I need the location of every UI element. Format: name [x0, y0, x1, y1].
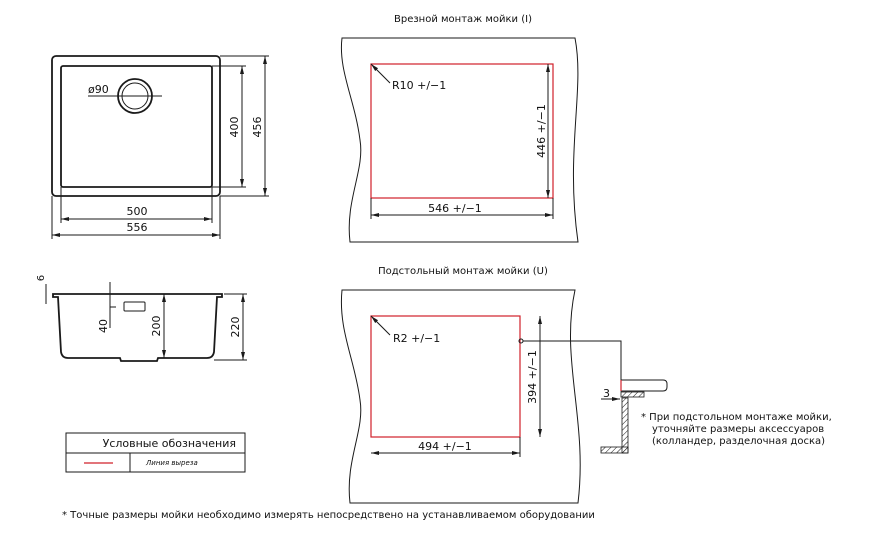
inner-width-label: 500 [127, 205, 148, 218]
countertop-section [620, 379, 668, 392]
undermount-width-label: 494 +/−1 [418, 440, 472, 453]
detail-leader [523, 340, 622, 380]
gap-label: 3 [603, 387, 610, 400]
outer-depth-label: 456 [251, 117, 264, 138]
inner-depth-label: 400 [228, 117, 241, 138]
undermount-note-line-1: * При подстольном монтаже мойки, [641, 412, 832, 423]
legend-table: Условные обозначения Линия выреза [65, 432, 246, 473]
top-view: ø90 400 456 500 556 [51, 55, 269, 239]
undermount-note-line-2: уточняйте размеры аксессуаров [652, 424, 824, 435]
overmount-depth-label: 446 +/−1 [535, 104, 548, 158]
sink-profile [52, 293, 223, 362]
sink-wall-section [621, 397, 629, 454]
cutout-outline [370, 315, 521, 438]
overmount-width-label: 546 +/−1 [428, 202, 482, 215]
overmount-view: Врезной монтаж мойки (I) R10 +/−1 446 +/… [340, 14, 579, 243]
countertop-outline [340, 289, 581, 504]
overflow-slot [123, 301, 146, 312]
cutout-outline [370, 63, 554, 199]
overmount-radius-label: R10 +/−1 [392, 79, 446, 92]
sink-bottom-section [600, 446, 629, 454]
undermount-view: Подстольный монтаж мойки (U) R2 +/−1 394… [340, 266, 832, 504]
inner-height-label: 200 [150, 316, 163, 337]
overmount-title: Врезной монтаж мойки (I) [394, 14, 532, 25]
sink-rim-section [620, 391, 645, 398]
sink-outer-outline [51, 55, 221, 197]
outer-width-label: 556 [127, 221, 148, 234]
undermount-radius-label: R2 +/−1 [393, 332, 440, 345]
side-view: 6 40 200 220 [36, 275, 247, 362]
rim-thickness-label: 6 [36, 275, 47, 281]
undermount-title: Подстольный монтаж мойки (U) [378, 266, 548, 277]
legend-title: Условные обозначения [103, 437, 236, 450]
footer-note: * Точные размеры мойки необходимо измеря… [62, 510, 595, 521]
outer-height-label: 220 [229, 317, 242, 338]
legend-cut-line-label: Линия выреза [145, 459, 198, 467]
sink-inner-outline [60, 65, 213, 188]
countertop-outline [340, 37, 579, 243]
undermount-note-line-3: (колландер, разделочная доска) [652, 436, 825, 447]
drain-diameter-label: ø90 [88, 83, 109, 96]
undermount-depth-label: 394 +/−1 [526, 350, 539, 404]
slot-height-label: 40 [97, 319, 110, 333]
